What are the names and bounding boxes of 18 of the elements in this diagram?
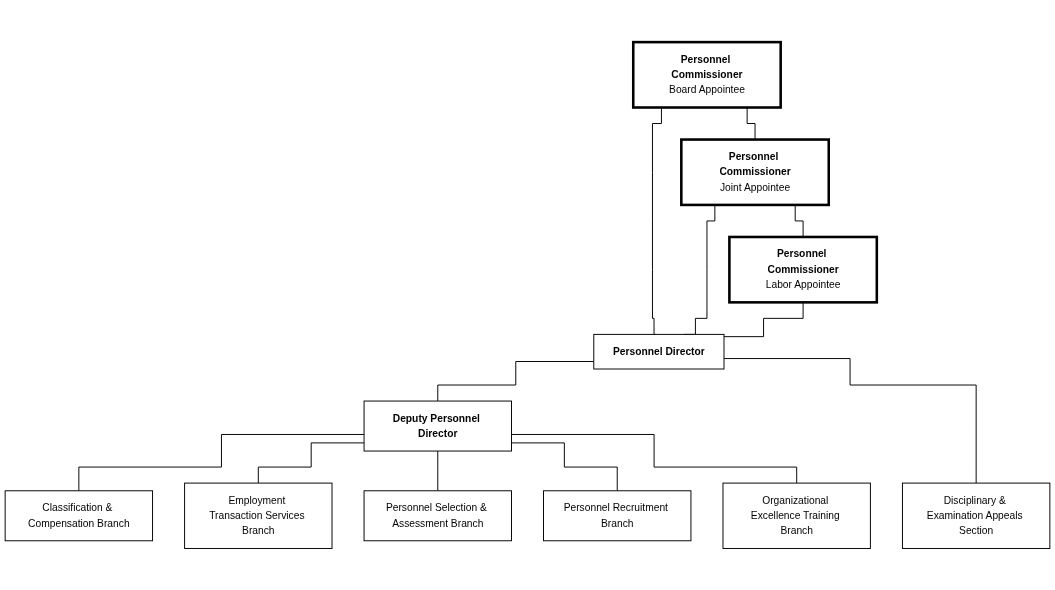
connector [437,360,595,402]
node-box: Deputy Personnel Director [363,400,512,452]
node-box: Personnel Commissioner Joint Appointee [680,137,830,206]
node-box: Personnel Recruitment Branch [543,490,692,541]
connector [437,450,439,491]
node-box: Classification & Compensation Branch [4,490,154,541]
node-box: Employment Transaction Services Branch [184,482,333,549]
connector [257,442,365,484]
node-box: Personnel Selection & Assessment Branch [363,490,512,541]
node-box: Personnel Director [593,333,725,370]
connector [511,442,618,491]
node-box: Personnel Commissioner Labor Appointee [728,235,879,304]
connector [78,433,365,491]
node-box: Disciplinary & Examination Appeals Section [901,482,1051,549]
node-box: Organizational Excellence Training Branch [722,482,871,549]
node-box: Personnel Commissioner Board Appointee [631,40,782,109]
connector [511,433,798,484]
connector [723,357,977,484]
